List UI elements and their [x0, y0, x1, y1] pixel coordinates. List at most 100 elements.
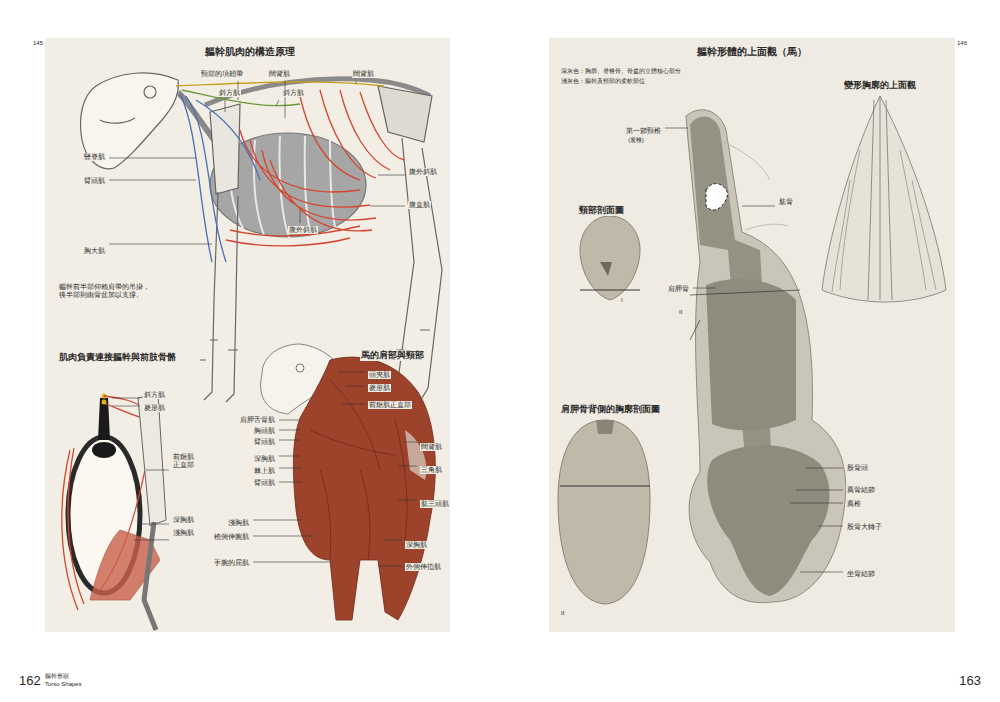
part-label: 三角肌	[420, 466, 443, 474]
leader-line	[806, 468, 843, 469]
leader-line	[112, 398, 140, 399]
leader-line	[342, 404, 365, 405]
torso-top-view	[706, 279, 796, 430]
part-label: 前鋸肌 正直部	[172, 453, 200, 469]
thorax-section-behind-scapula	[560, 485, 650, 486]
thorax-section-behind-scapula	[558, 420, 650, 604]
page-panel	[45, 38, 450, 632]
thorax-cross-section	[102, 400, 107, 405]
deformed-ribcage	[868, 96, 892, 300]
torso-top-view	[686, 110, 846, 603]
leader-line	[818, 526, 843, 527]
leader-line	[279, 482, 302, 483]
section-heading: 馬的肩部與頸部	[360, 350, 425, 361]
muscle-lines	[300, 90, 404, 180]
leader-line	[134, 539, 169, 540]
leader-line	[398, 466, 417, 467]
part-label: 頭夾肌	[368, 371, 391, 379]
leader-line	[285, 81, 286, 118]
torso-top-view	[720, 140, 788, 230]
leader-line	[378, 175, 405, 176]
leader-line	[398, 500, 417, 501]
leader-line	[279, 430, 300, 431]
leader-line	[276, 100, 279, 106]
leader-line	[356, 81, 357, 84]
part-label: 坐骨結節	[846, 570, 876, 578]
leader-line	[665, 128, 688, 129]
muscle-lines	[176, 82, 404, 262]
part-label: 斜方肌	[143, 391, 166, 399]
leader-line	[693, 288, 716, 289]
page-panel	[45, 38, 955, 632]
page-text: 163	[958, 673, 982, 689]
part-label: 斜方肌	[282, 89, 305, 97]
horse-shoulder-figure	[261, 344, 436, 620]
leader-line	[253, 562, 330, 563]
page-text: 162	[18, 673, 42, 689]
part-label: 闊背肌	[420, 443, 443, 451]
horse-skeleton	[81, 73, 179, 169]
part-label: 股骨頭	[846, 464, 869, 472]
leader-line	[370, 206, 405, 207]
part-label: 淺胸肌	[172, 529, 195, 537]
part-label: 臂頭肌	[253, 479, 276, 487]
part-label: 闊背肌	[268, 70, 291, 78]
part-label: 斜方肌	[218, 89, 241, 97]
part-label: 薦椎	[846, 500, 862, 508]
torso-top-view	[690, 290, 800, 340]
page-panel	[549, 38, 955, 632]
deformed-ribcage	[822, 96, 946, 302]
leader-line	[112, 406, 140, 407]
horse-skeleton	[378, 86, 432, 142]
leader-line	[796, 490, 843, 491]
part-label: 深胸肌	[172, 516, 195, 524]
leader-line	[140, 524, 169, 525]
page-text: 淺灰色：軀幹及頸部的柔軟部位	[560, 78, 646, 85]
part-label: 臂頭肌	[83, 177, 106, 185]
leader-line	[253, 520, 302, 521]
leader-line	[300, 210, 301, 223]
deformed-ribcage	[832, 150, 936, 292]
part-label: 腹外斜肌	[288, 226, 318, 234]
part-label: 腹外斜肌	[408, 168, 438, 176]
page-heading: 軀幹肌肉的構造原理	[204, 46, 296, 58]
thorax-cross-section	[92, 442, 116, 458]
part-label: 菱形肌	[368, 384, 391, 392]
leader-line	[800, 572, 843, 573]
neck-cross-section	[580, 216, 640, 300]
part-label: 橈側伸腕肌	[213, 533, 250, 541]
leader-line	[790, 503, 843, 504]
leader-line	[279, 420, 300, 421]
page-text: 146	[956, 40, 968, 47]
horse-skeleton	[144, 86, 156, 98]
page-text: 軀幹前半部仰賴肩帶的吊掛， 後半部則由骨盆加以支撐。	[58, 283, 158, 299]
page-text: 深灰色：胸廓、脊椎骨、骨盆的立體核心部分	[560, 68, 682, 75]
horse-skeleton	[204, 192, 238, 402]
deformed-ribcage	[822, 96, 946, 302]
muscle-lines	[226, 130, 376, 246]
thorax-cross-section	[138, 394, 166, 526]
part-label: 臂頭肌	[253, 438, 276, 446]
horse-skeleton	[210, 104, 240, 194]
leader-line	[279, 440, 300, 441]
leader-line	[279, 456, 300, 457]
leader-line	[225, 100, 226, 112]
torso-top-view	[686, 110, 846, 603]
part-label: 前鋸肌正直部	[368, 401, 412, 409]
part-label: 肱骨	[778, 198, 794, 206]
part-label: 薦骨結節	[846, 486, 876, 494]
page-text: 145	[32, 40, 44, 47]
part-label: 外側伸指肌	[405, 563, 442, 571]
page-text: 軀幹形狀	[44, 673, 70, 680]
leader-line	[384, 540, 402, 541]
horse-shoulder-figure	[293, 357, 435, 620]
part-label: 菱形肌	[143, 404, 166, 412]
page-text: (寰椎)	[627, 137, 645, 144]
leader-line	[378, 566, 402, 567]
section-heading: 軀幹形體的上面觀（馬）	[696, 46, 808, 58]
part-label: 淺胸肌	[227, 519, 250, 527]
leader-line	[279, 468, 302, 469]
